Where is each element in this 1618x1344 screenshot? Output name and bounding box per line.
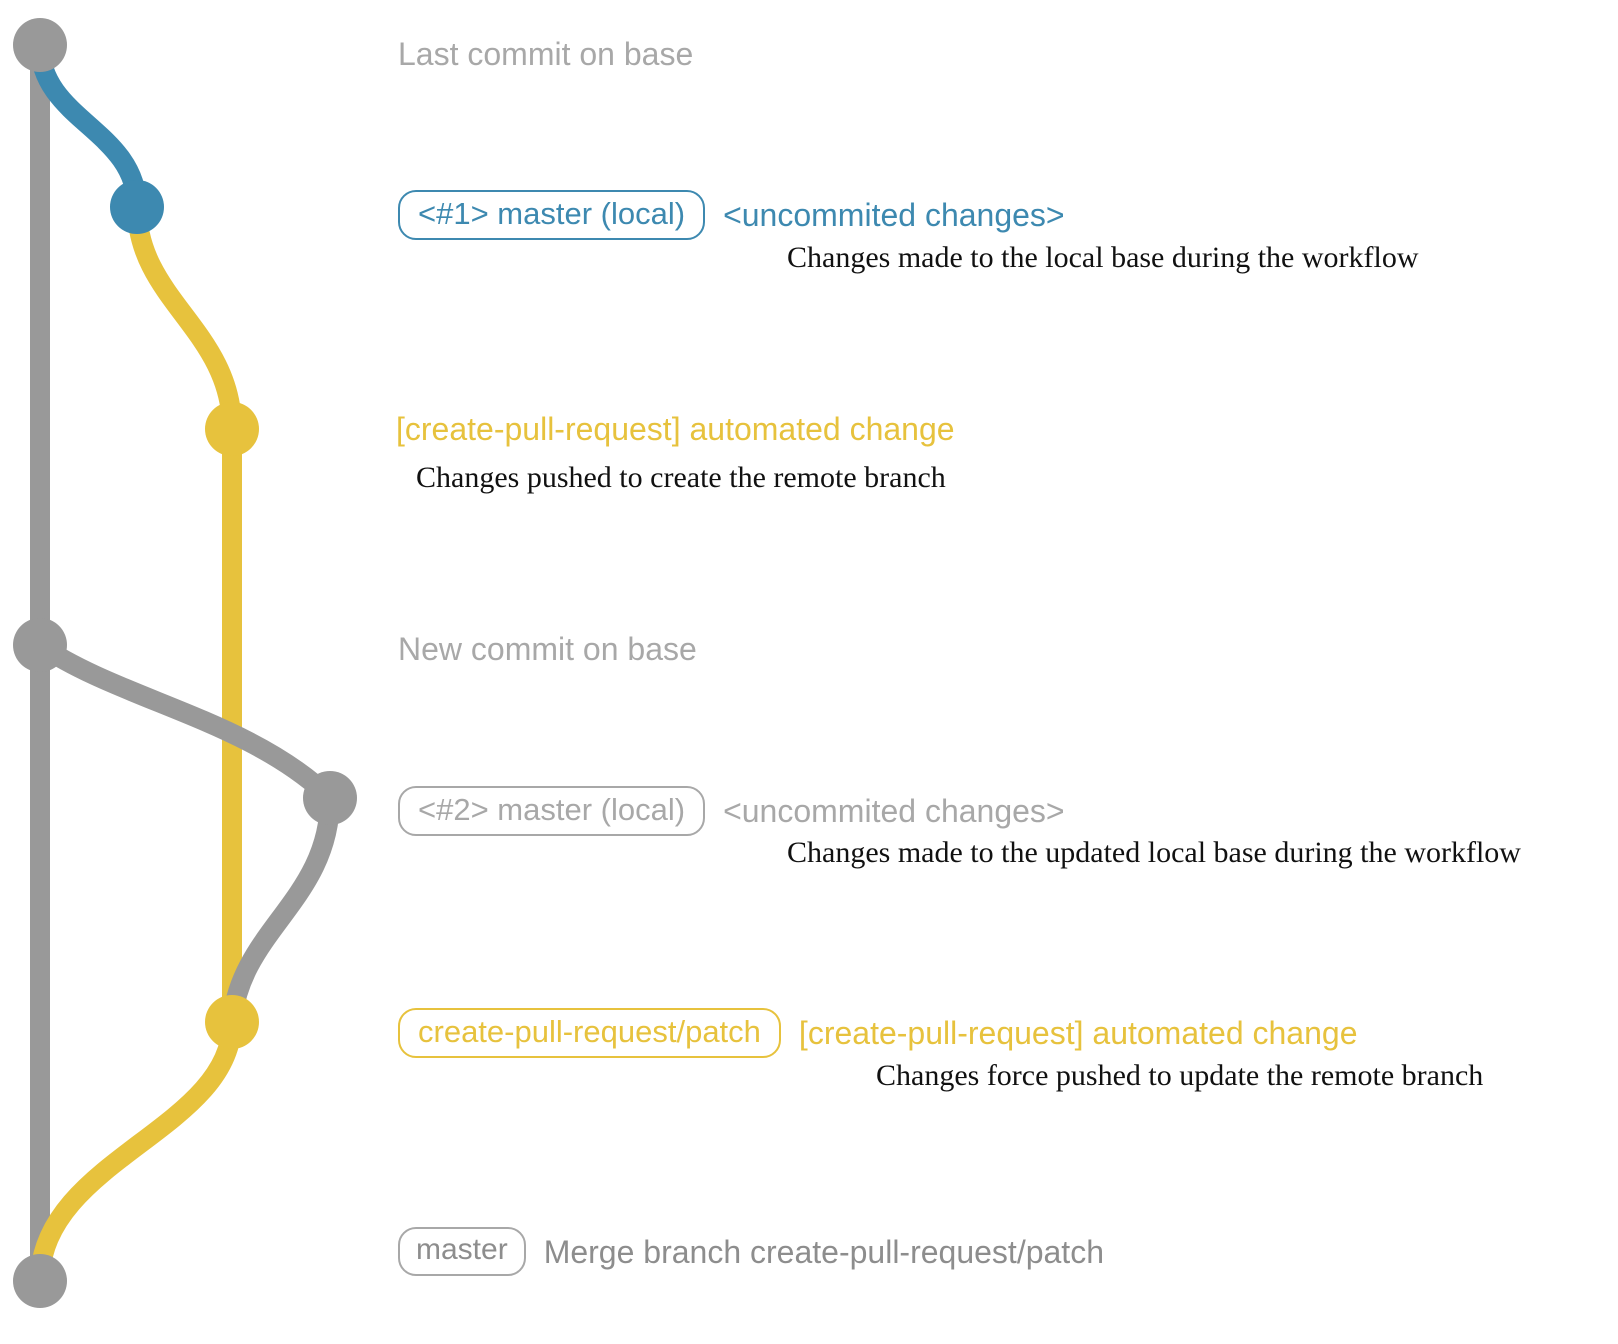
entry-headline: New commit on base bbox=[398, 631, 697, 667]
branch-badge-master-local-2[interactable]: <#2> master (local) bbox=[398, 786, 706, 836]
entry-headline: <uncommited changes> bbox=[723, 197, 1065, 233]
branch-line-local-1 bbox=[30, 35, 147, 217]
entry-automated-change-1: [create-pull-request] automated change bbox=[396, 413, 955, 445]
entry-description-automated-change-1: Changes pushed to create the remote bran… bbox=[416, 461, 946, 494]
entry-headline: [create-pull-request] automated change bbox=[798, 1015, 1358, 1051]
commit-node-patch-2[interactable] bbox=[205, 995, 259, 1049]
branch-line-merge bbox=[30, 1012, 242, 1291]
commit-graph bbox=[13, 18, 357, 1308]
entry-last-commit-on-base: Last commit on base bbox=[398, 38, 693, 70]
commit-node-local-2[interactable] bbox=[303, 771, 357, 825]
entry-master-local-2: <#2> master (local) <uncommited changes> bbox=[398, 786, 1065, 836]
commit-node-local-1[interactable] bbox=[110, 180, 164, 234]
commit-node-base-new[interactable] bbox=[13, 618, 67, 672]
entry-description-automated-change-2: Changes force pushed to update the remot… bbox=[876, 1059, 1484, 1092]
branch-line-local-2 bbox=[30, 635, 340, 808]
entry-description-master-local-2: Changes made to the updated local base d… bbox=[787, 836, 1521, 869]
branch-badge-create-pull-request-patch[interactable]: create-pull-request/patch bbox=[398, 1008, 781, 1058]
commit-node-merge-master[interactable] bbox=[13, 1254, 67, 1308]
entry-merge-commit: master Merge branch create-pull-request/… bbox=[398, 1227, 1104, 1276]
branch-badge-master[interactable]: master bbox=[398, 1227, 526, 1276]
entry-headline: Last commit on base bbox=[398, 36, 694, 72]
branch-badge-master-local-1[interactable]: <#1> master (local) bbox=[398, 190, 706, 240]
commit-node-patch-1[interactable] bbox=[205, 402, 259, 456]
entry-master-local-1: <#1> master (local) <uncommited changes> bbox=[398, 190, 1065, 240]
entry-automated-change-2: create-pull-request/patch [create-pull-r… bbox=[398, 1008, 1357, 1058]
commit-node-base-last[interactable] bbox=[13, 18, 67, 72]
entry-description-master-local-1: Changes made to the local base during th… bbox=[787, 241, 1419, 274]
entry-headline: [create-pull-request] automated change bbox=[396, 411, 955, 447]
entry-headline: <uncommited changes> bbox=[723, 793, 1065, 829]
branch-line-patch-upper bbox=[127, 197, 242, 439]
branch-line-local-2-to-patch bbox=[222, 788, 340, 1032]
entry-headline: Merge branch create-pull-request/patch bbox=[543, 1233, 1104, 1270]
entry-new-commit-on-base: New commit on base bbox=[398, 633, 697, 665]
